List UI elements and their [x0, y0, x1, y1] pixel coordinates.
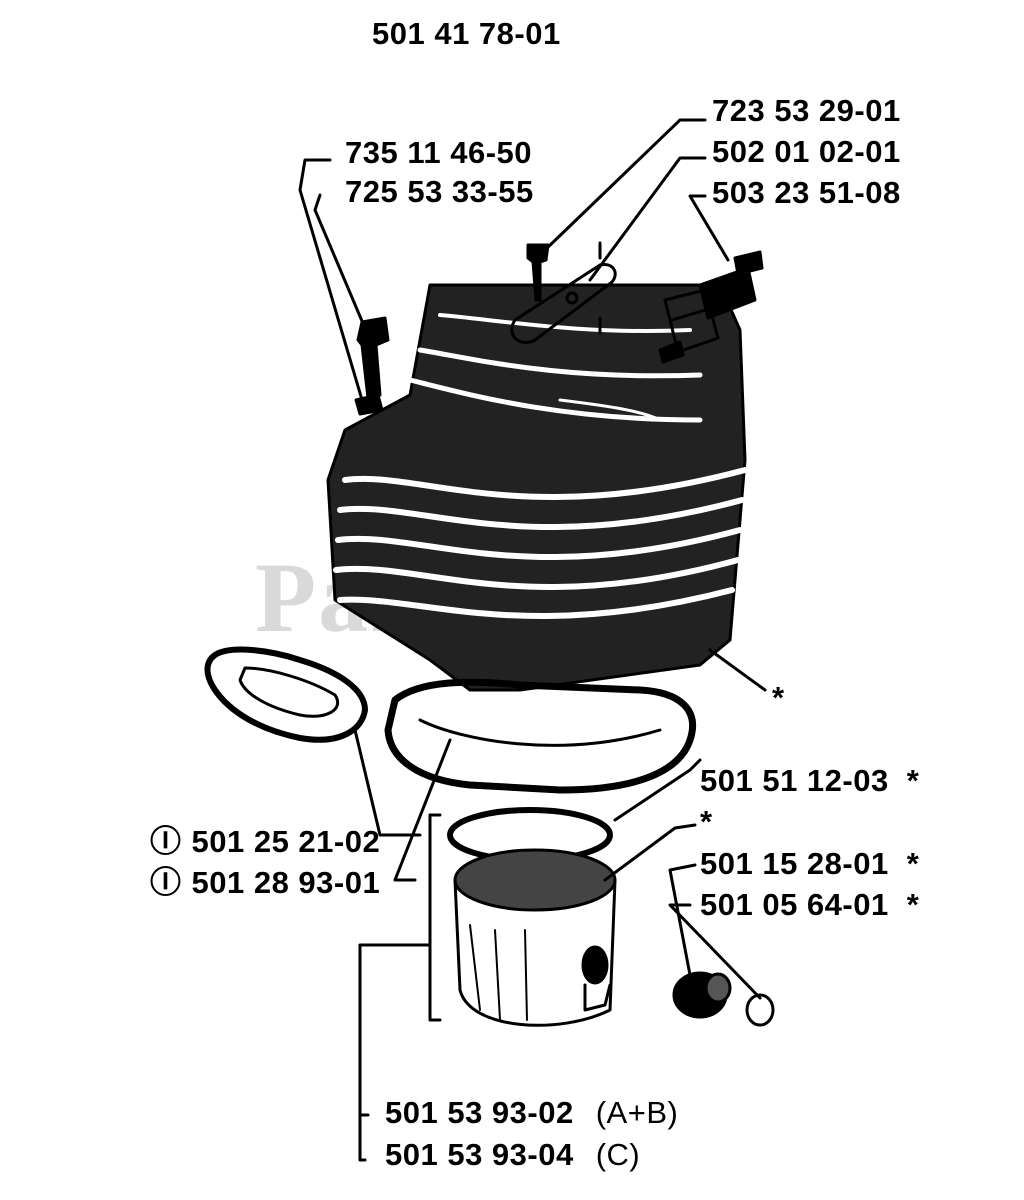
small-gasket — [204, 646, 368, 743]
kit-ab-variant: (A+B) — [595, 1095, 679, 1130]
part-label-kit-c[interactable]: 501 53 93-04(C) — [385, 1137, 641, 1172]
kit-c-variant: (C) — [595, 1137, 641, 1172]
clip-part — [510, 262, 617, 344]
cylinder-star-marker: * — [772, 680, 785, 715]
part-label-screw[interactable]: 735 11 46-50 — [345, 135, 533, 170]
part-label-bolt[interactable]: 723 53 29-01 — [712, 93, 901, 128]
circlip-part — [745, 993, 775, 1027]
screw-part — [356, 316, 390, 400]
part-label-spark-plug[interactable]: 503 23 51-08 — [712, 175, 901, 210]
spark-plug-part — [658, 250, 764, 364]
part-label-kit-ab[interactable]: 501 53 93-02(A+B) — [385, 1095, 679, 1130]
part-label-washer[interactable]: 725 53 33-55 — [345, 174, 534, 209]
bolt-part — [526, 243, 550, 302]
piston-ring-star: * — [906, 763, 920, 798]
circle-slash-icon: Ⓘ — [150, 865, 182, 900]
bearing-star: * — [906, 846, 920, 881]
circle-slash-icon: Ⓘ — [150, 824, 182, 859]
base-gasket — [384, 678, 696, 794]
part-label-clip[interactable]: 502 01 02-01 — [712, 134, 901, 169]
part-label-bearing[interactable]: 501 15 28-01* — [700, 846, 920, 881]
piston-part — [453, 848, 617, 1027]
part-label-piston-ring[interactable]: 501 51 12-03* — [700, 763, 920, 798]
cylinder-block — [326, 283, 748, 692]
part-label-circlip[interactable]: 501 05 64-01* — [700, 887, 920, 922]
assembly-title: 501 41 78-01 — [372, 16, 561, 51]
piston-star-marker: * — [700, 804, 713, 839]
bearing-part — [672, 971, 732, 1019]
circlip-star: * — [906, 887, 920, 922]
